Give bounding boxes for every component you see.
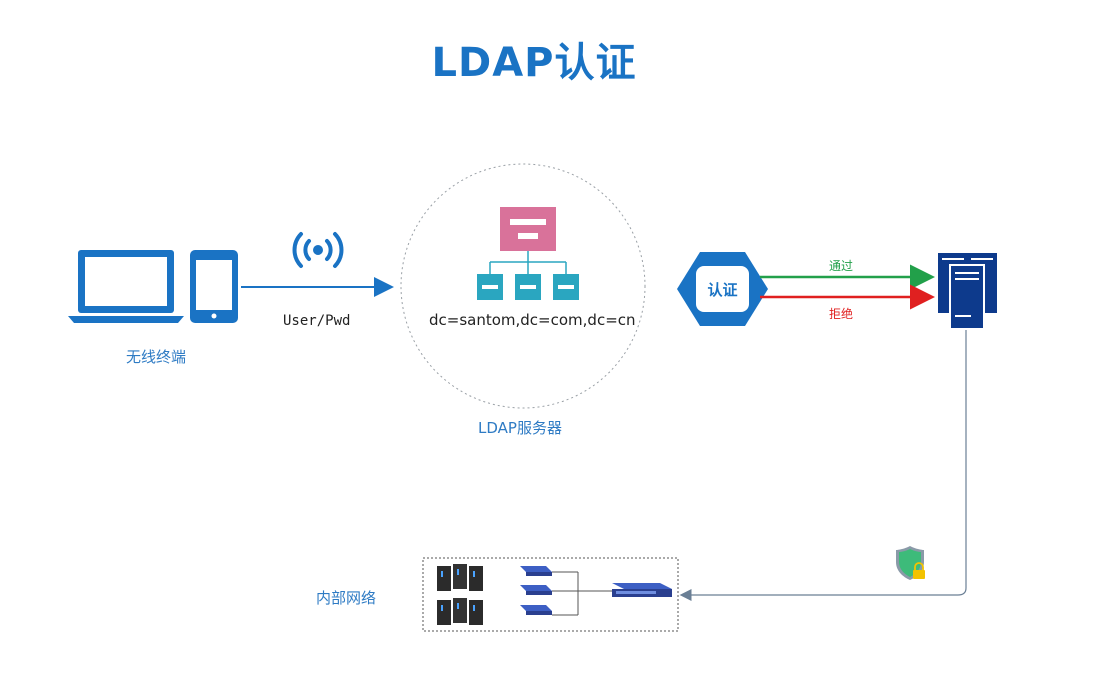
pass-label: 通过	[829, 259, 854, 273]
directory-tree-icon	[477, 207, 579, 300]
ldap-server-boundary	[400, 163, 646, 409]
auth-hexagon-icon	[677, 252, 768, 326]
access-switches-icon	[520, 566, 612, 616]
rack-servers-icon	[437, 564, 483, 625]
credentials-label: User/Pwd	[283, 313, 351, 329]
access-path-line	[679, 330, 967, 601]
auth-label: 认证	[707, 281, 738, 299]
server-icon	[938, 253, 997, 330]
wifi-signal-icon	[292, 232, 344, 268]
laptop-icon	[68, 250, 184, 323]
core-switch-icon	[612, 583, 672, 597]
dn-label: dc=santom,dc=com,dc=cn	[429, 311, 636, 329]
page-title: LDAP认证	[431, 40, 637, 86]
ldap-server-label: LDAP服务器	[478, 419, 562, 437]
terminal-label: 无线终端	[126, 348, 187, 366]
reject-label: 拒绝	[829, 307, 854, 321]
shield-lock-icon	[896, 546, 925, 580]
internal-network-label: 内部网络	[316, 589, 377, 607]
phone-icon	[190, 250, 238, 323]
